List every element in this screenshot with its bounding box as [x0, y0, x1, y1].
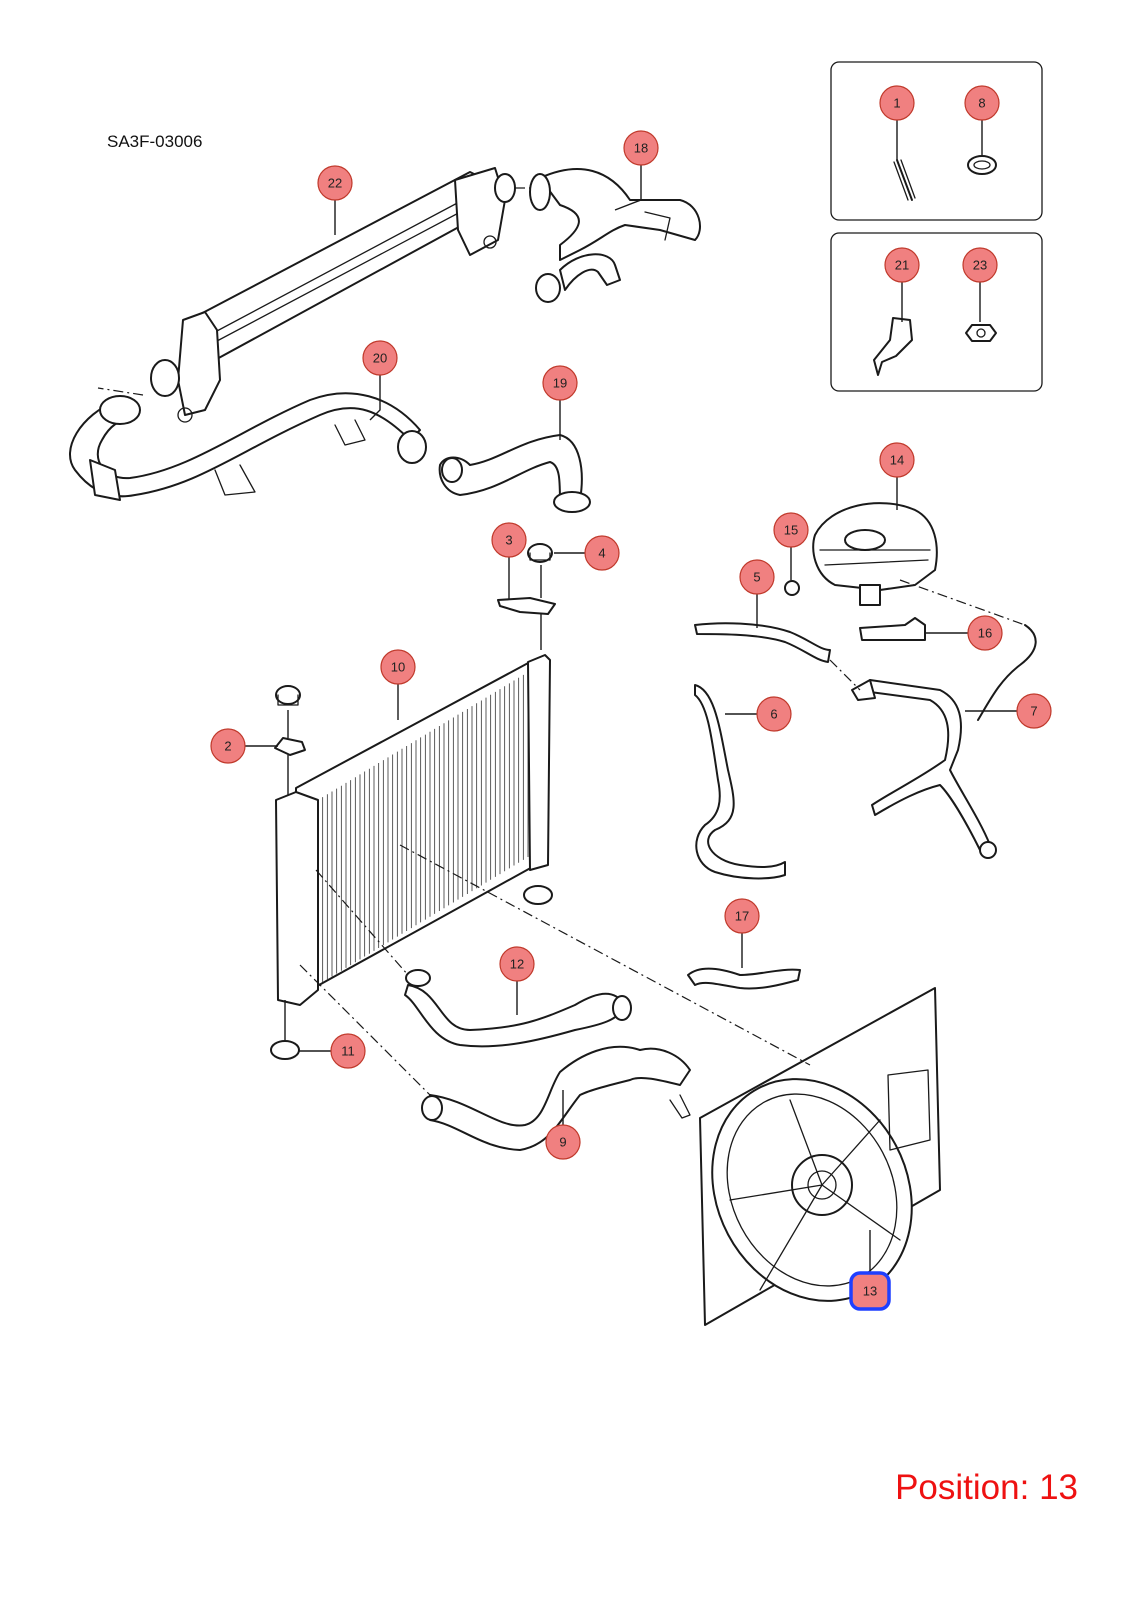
assembly-line-radiator-fan — [399, 844, 811, 1066]
svg-text:13: 13 — [863, 1284, 877, 1299]
part-reservoir-hose-drawing — [694, 622, 831, 663]
part-radiator-hose-drawing — [404, 969, 632, 1048]
svg-text:22: 22 — [328, 176, 342, 191]
part-intake-hose-drawing — [69, 392, 427, 501]
callout-14[interactable]: 14 — [879, 442, 915, 478]
assembly-line-upper-hose — [315, 869, 409, 976]
callout-8[interactable]: 8 — [964, 85, 1000, 121]
position-prefix: Position: — [895, 1468, 1030, 1507]
svg-text:15: 15 — [784, 523, 798, 538]
callout-17[interactable]: 17 — [724, 898, 760, 934]
position-value: 13 — [1039, 1468, 1078, 1507]
part-reservoir-drawing — [784, 502, 938, 641]
part-small-hose-drawing — [687, 967, 801, 990]
inset-box-fasteners — [830, 61, 1043, 221]
callout-4[interactable]: 4 — [584, 535, 620, 571]
callout-leaders — [245, 120, 1017, 1272]
svg-text:4: 4 — [598, 546, 605, 561]
svg-text:8: 8 — [978, 96, 985, 111]
diagram-reference-code: SA3F-03006 — [107, 132, 203, 151]
svg-text:16: 16 — [978, 626, 992, 641]
svg-text:1: 1 — [893, 96, 900, 111]
callout-19[interactable]: 19 — [542, 365, 578, 401]
callout-2[interactable]: 2 — [210, 728, 246, 764]
assembly-line-reservoir — [899, 579, 1026, 626]
part-clip-drawing — [893, 159, 916, 201]
part-bracket-drawing — [873, 317, 913, 376]
svg-text:3: 3 — [505, 533, 512, 548]
svg-text:2: 2 — [224, 739, 231, 754]
callout-11[interactable]: 11 — [330, 1033, 366, 1069]
callout-23[interactable]: 23 — [962, 247, 998, 283]
part-coolant-hose-drawing — [694, 684, 786, 880]
part-o-ring-inner — [973, 160, 991, 170]
callout-6[interactable]: 6 — [756, 696, 792, 732]
callout-20[interactable]: 20 — [362, 340, 398, 376]
assembly-line-reservoir-hose — [829, 659, 861, 691]
callout-12[interactable]: 12 — [499, 946, 535, 982]
callout-7[interactable]: 7 — [1016, 693, 1052, 729]
part-nut-hole — [976, 328, 986, 338]
part-heater-hose-drawing — [851, 624, 1037, 859]
svg-text:10: 10 — [391, 660, 405, 675]
callout-9[interactable]: 9 — [545, 1124, 581, 1160]
svg-text:18: 18 — [634, 141, 648, 156]
callout-18[interactable]: 18 — [623, 130, 659, 166]
callout-3[interactable]: 3 — [491, 522, 527, 558]
callout-13-selected[interactable]: 13 — [849, 1271, 891, 1311]
callout-16[interactable]: 16 — [967, 615, 1003, 651]
part-lower-hose-drawing — [421, 1045, 691, 1151]
svg-text:12: 12 — [510, 957, 524, 972]
part-o-ring-drawing — [967, 155, 997, 175]
svg-text:6: 6 — [770, 707, 777, 722]
svg-text:19: 19 — [553, 376, 567, 391]
svg-text:7: 7 — [1030, 704, 1037, 719]
assembly-line-intercooler — [97, 387, 144, 396]
part-radiator-drawing — [270, 654, 553, 1060]
svg-text:14: 14 — [890, 453, 904, 468]
callout-10[interactable]: 10 — [380, 649, 416, 685]
part-fan-shroud-drawing — [699, 987, 941, 1326]
svg-text:20: 20 — [373, 351, 387, 366]
part-nut-drawing — [965, 324, 997, 342]
svg-text:17: 17 — [735, 909, 749, 924]
svg-text:11: 11 — [341, 1044, 355, 1059]
part-turbo-hose-drawing — [529, 168, 701, 303]
svg-text:9: 9 — [559, 1135, 566, 1150]
svg-text:5: 5 — [753, 570, 760, 585]
callout-15[interactable]: 15 — [773, 512, 809, 548]
part-elbow-hose-drawing — [438, 434, 591, 513]
callout-21[interactable]: 21 — [884, 247, 920, 283]
part-intercooler-drawing — [150, 167, 516, 423]
svg-text:23: 23 — [973, 258, 987, 273]
svg-text:21: 21 — [895, 258, 909, 273]
inset-box-brackets — [830, 232, 1043, 392]
callout-1[interactable]: 1 — [879, 85, 915, 121]
callout-5[interactable]: 5 — [739, 559, 775, 595]
callout-22[interactable]: 22 — [317, 165, 353, 201]
part-upper-bracket-drawing — [497, 543, 556, 650]
position-label: Position: 13 — [895, 1468, 1078, 1508]
part-left-bracket-drawing — [274, 685, 306, 795]
